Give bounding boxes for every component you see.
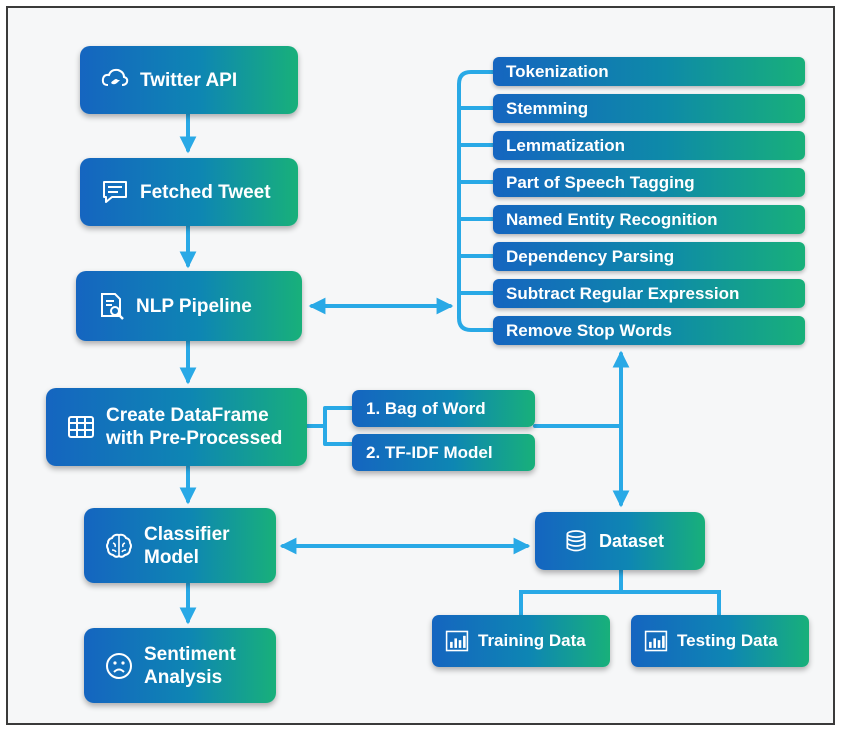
fetched-tweet-label: Fetched Tweet	[140, 181, 271, 203]
testing-data-label: Testing Data	[677, 631, 778, 650]
training-data-label: Training Data	[478, 631, 586, 650]
bag-of-word-label: 1. Bag of Word	[366, 398, 486, 418]
nlp-step-label: Named Entity Recognition	[506, 209, 718, 229]
nlp-step-stemming: Stemming	[493, 94, 805, 123]
message-icon	[100, 177, 130, 207]
nlp-steps-bracket	[457, 70, 495, 332]
nlp-step-dependency-parsing: Dependency Parsing	[493, 242, 805, 271]
testing-data-box: Testing Data	[631, 615, 809, 667]
nlp-step-tokenization: Tokenization	[493, 57, 805, 86]
nlp-step-label: Part of Speech Tagging	[506, 172, 695, 192]
cloud-bird-icon	[100, 65, 130, 95]
dataset-box: Dataset	[535, 512, 705, 570]
bag-of-word-box: 1. Bag of Word	[352, 390, 535, 427]
sentiment-analysis-label: Sentiment Analysis	[144, 643, 236, 688]
nlp-step-label: Dependency Parsing	[506, 246, 675, 266]
nlp-step-label: Lemmatization	[506, 135, 626, 155]
brain-icon	[104, 531, 134, 561]
bar-chart-icon	[643, 628, 669, 654]
nlp-step-label: Tokenization	[506, 61, 609, 81]
nlp-step-label: Subtract Regular Expression	[506, 283, 740, 303]
table-icon	[66, 412, 96, 442]
connector-dataframe-to-features	[305, 406, 354, 446]
dataset-label: Dataset	[599, 530, 665, 551]
nlp-step-label: Remove Stop Words	[506, 320, 672, 340]
classifier-model-label: Classifier Model	[144, 523, 230, 568]
fetched-tweet-box: Fetched Tweet	[80, 158, 298, 226]
sentiment-analysis-box: Sentiment Analysis	[84, 628, 276, 703]
tfidf-model-label: 2. TF-IDF Model	[366, 442, 493, 462]
classifier-model-box: Classifier Model	[84, 508, 276, 583]
bar-chart-icon	[444, 628, 470, 654]
nlp-pipeline-box: NLP Pipeline	[76, 271, 302, 341]
nlp-step-subtract-regex: Subtract Regular Expression	[493, 279, 805, 308]
nlp-step-remove-stop-words: Remove Stop Words	[493, 316, 805, 345]
sad-face-icon	[104, 651, 134, 681]
nlp-step-lemmatization: Lemmatization	[493, 131, 805, 160]
diagram-frame	[6, 6, 835, 725]
twitter-api-box: Twitter API	[80, 46, 298, 114]
connector-dataset-split	[519, 568, 721, 617]
create-dataframe-label: Create DataFrame with Pre-Processed	[106, 405, 283, 449]
database-icon	[563, 528, 589, 554]
nlp-step-ner: Named Entity Recognition	[493, 205, 805, 234]
nlp-pipeline-label: NLP Pipeline	[136, 295, 252, 317]
nlp-step-label: Stemming	[506, 98, 589, 118]
twitter-api-label: Twitter API	[140, 69, 238, 91]
tfidf-model-box: 2. TF-IDF Model	[352, 434, 535, 471]
create-dataframe-box: Create DataFrame with Pre-Processed	[46, 388, 307, 466]
training-data-box: Training Data	[432, 615, 610, 667]
nlp-step-pos-tagging: Part of Speech Tagging	[493, 168, 805, 197]
document-search-icon	[96, 291, 126, 321]
